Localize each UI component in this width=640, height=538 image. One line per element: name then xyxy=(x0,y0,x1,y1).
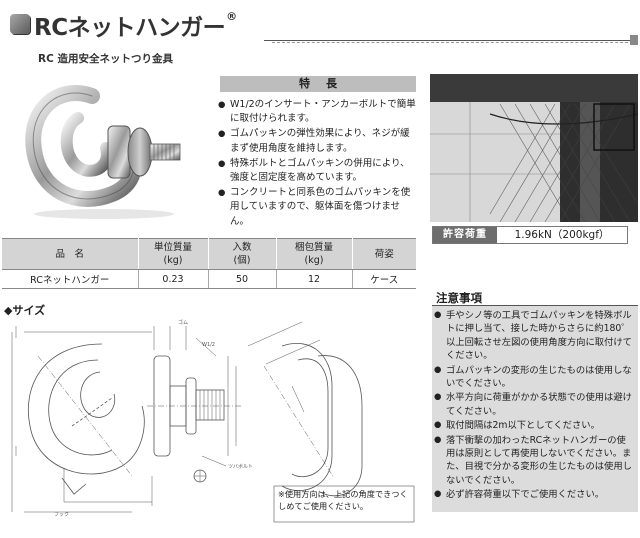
allowable-load-value: 1.96kN（200kgf） xyxy=(497,227,627,243)
caution-item: 取付間隔は2m以下としてください。 xyxy=(434,419,634,433)
feature-item: ゴムパッキンの弾性効果により、ネジが緩まず使用角度を維持します。 xyxy=(218,127,418,155)
label-rubber: ゴム xyxy=(178,319,188,326)
cell-packaging: ケース xyxy=(352,269,416,289)
spec-table: 品 名 単位質量 (kg) 入数 (個) 梱包質量 (kg) 荷姿 RCネットハ… xyxy=(2,238,416,289)
caution-rule xyxy=(432,305,638,306)
cell-quantity: 50 xyxy=(208,269,277,289)
page-subtitle: RC 造用安全ネットつり金具 xyxy=(38,53,173,65)
hook-angle-view xyxy=(247,321,363,497)
caution-item: 水平方向に荷重がかかる状態での使用は避けてください。 xyxy=(434,391,634,418)
caution-item: 手やシノ等の工具でゴムパッキンを特殊ボルトに押し当て、接した時からさらに約180… xyxy=(434,309,634,363)
spec-table-header-row: 品 名 単位質量 (kg) 入数 (個) 梱包質量 (kg) 荷姿 xyxy=(2,238,416,270)
installation-photo xyxy=(430,74,638,222)
hook-front-view xyxy=(11,326,153,513)
title-bar: RCネットハンガー® xyxy=(2,8,638,46)
label-bolt: ツバボルト xyxy=(228,463,253,470)
label-thread: W1/2 xyxy=(202,342,215,348)
usage-note: ※使用方向は、上記の角度できつくしめてご使用ください。 xyxy=(278,489,408,511)
feature-item: コンクリートと同系色のゴムパッキンを使用していますので、躯体面を傷つけません。 xyxy=(218,186,418,229)
caution-heading: 注意事項 xyxy=(436,291,482,305)
features-list: W1/2のインサート・アンカーボルトで簡単に取付けられます。 ゴムパッキンの弾性… xyxy=(218,98,418,230)
title-rule xyxy=(264,40,638,41)
col-pack-mass: 梱包質量 (kg) xyxy=(276,238,353,270)
dimension-drawing: ゴム W1/2 ツバボルト フック xyxy=(11,319,415,523)
caution-list: 手やシノ等の工具でゴムパッキンを特殊ボルトに押し当て、接した時からさらに約180… xyxy=(432,306,638,512)
page-title: RCネットハンガー® xyxy=(34,10,237,41)
label-hook: フック xyxy=(54,512,69,518)
col-unit-mass: 単位質量 (kg) xyxy=(138,238,209,270)
cell-pack-mass: 12 xyxy=(276,269,353,289)
col-quantity: 入数 (個) xyxy=(208,238,277,270)
table-row: RCネットハンガー 0.23 50 12 ケース xyxy=(2,269,416,289)
title-rule-dashed xyxy=(272,42,638,43)
cell-product-name: RCネットハンガー xyxy=(2,269,139,289)
hook-side-view xyxy=(147,326,242,483)
caution-item: ゴムパッキンの変形の生じたものは使用しないでください。 xyxy=(434,364,634,391)
col-packaging: 荷姿 xyxy=(352,238,416,270)
caution-item: 必ず許容荷重以下でご使用ください。 xyxy=(434,488,634,502)
allowable-load: 許容荷重 1.96kN（200kgf） xyxy=(432,226,628,244)
feature-item: 特殊ボルトとゴムパッキンの併用により、強度と固定度を高めています。 xyxy=(218,157,418,185)
size-heading: ◆サイズ xyxy=(4,304,46,317)
feature-item: W1/2のインサート・アンカーボルトで簡単に取付けられます。 xyxy=(218,98,418,126)
features-heading: 特長 xyxy=(220,76,416,92)
product-photo xyxy=(4,74,212,232)
allowable-load-label: 許容荷重 xyxy=(433,227,497,243)
col-product-name: 品 名 xyxy=(2,238,139,270)
cell-unit-mass: 0.23 xyxy=(138,269,209,289)
caution-item: 落下衝撃の加わったRCネットハンガーの使用は原則として再使用しないでください。ま… xyxy=(434,434,634,488)
title-rule-end xyxy=(630,35,638,45)
title-square-icon xyxy=(10,14,30,34)
